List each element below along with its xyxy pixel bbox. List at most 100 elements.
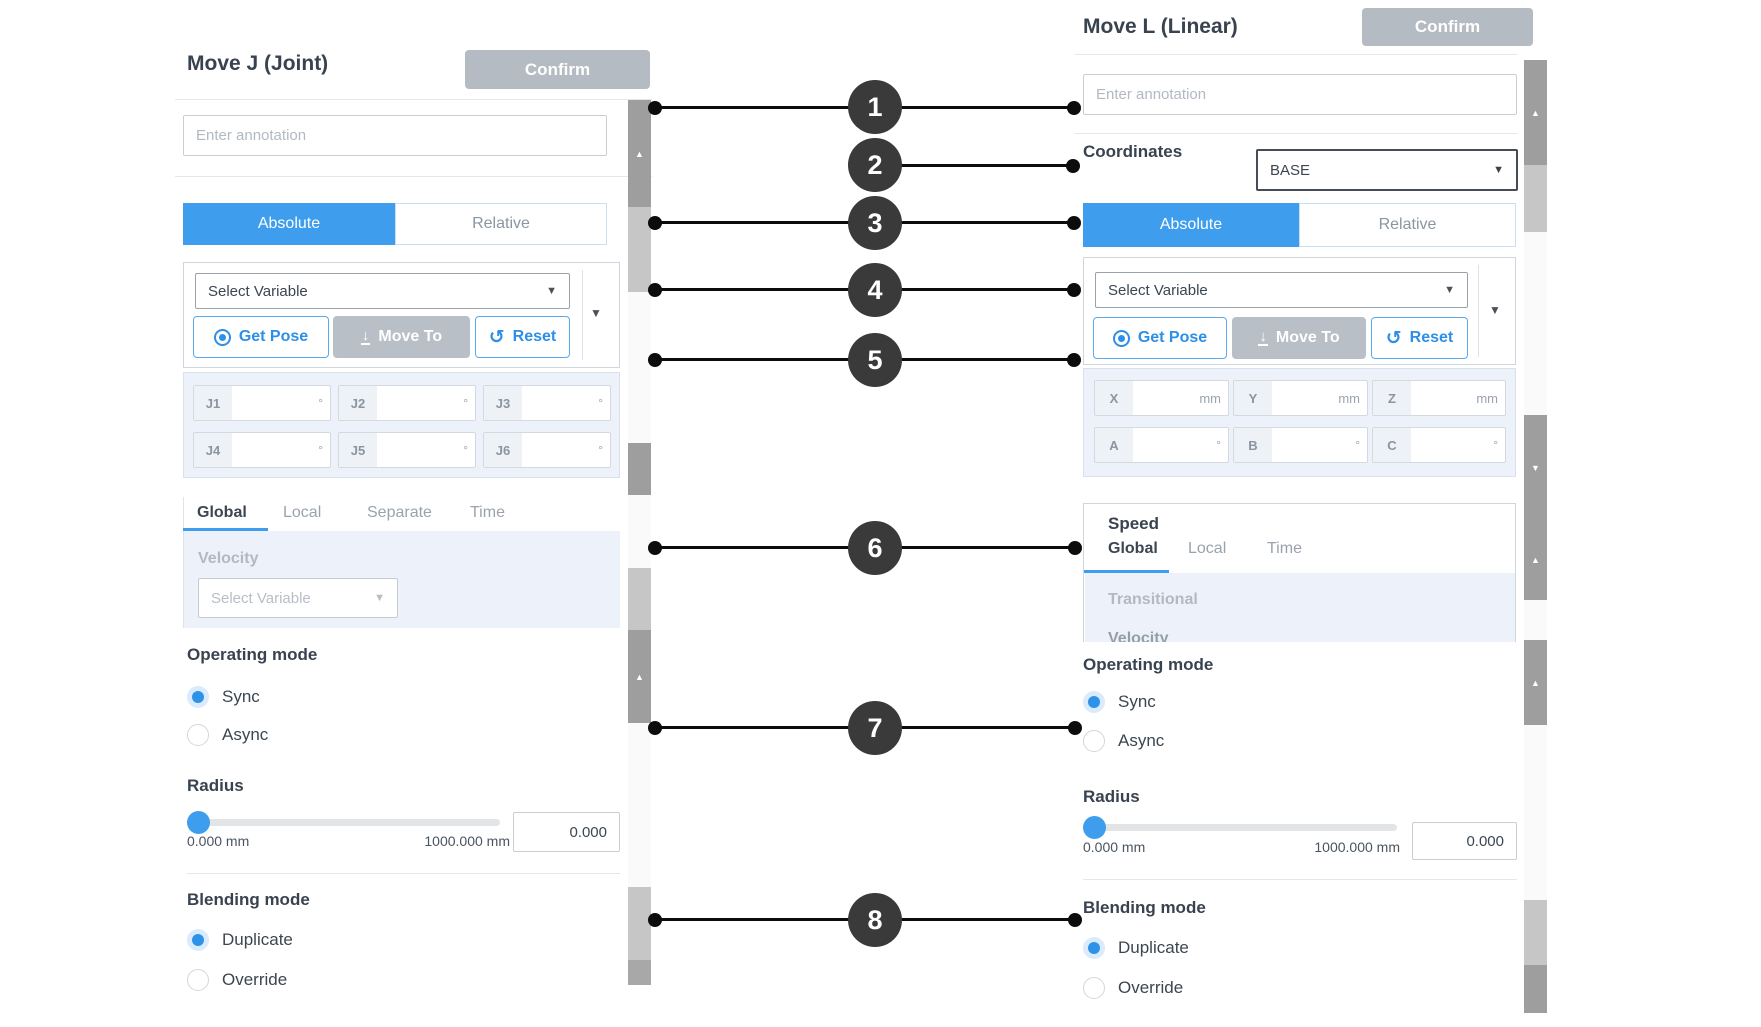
scrollbar-thumb[interactable] <box>1524 900 1547 965</box>
divider <box>187 873 620 874</box>
movej-get-pose-button[interactable]: Get Pose <box>193 316 329 358</box>
scrollbar-thumb[interactable] <box>628 207 651 292</box>
scrollbar-thumb[interactable] <box>1524 165 1547 232</box>
movel-radius-heading: Radius <box>1083 787 1140 806</box>
scrollbar-track <box>628 495 651 568</box>
movel-coordinates-select[interactable]: BASE ▼ <box>1256 149 1518 191</box>
joint-field-j6[interactable]: J6° <box>483 432 611 468</box>
speed-tab-global[interactable]: Global <box>197 504 247 521</box>
movel-speed-group: Speed Global Local Time Transitional Vel… <box>1083 503 1516 642</box>
movel-speed-content: Transitional Velocity <box>1085 573 1515 642</box>
speed-tab-local[interactable]: Local <box>283 504 322 521</box>
movej-radius-slider-thumb[interactable] <box>187 811 210 834</box>
movel-coordinates-value: BASE <box>1270 161 1311 179</box>
right-panel-scrollbar: ▲ ▼ ▲ ▲ <box>1524 60 1547 1013</box>
movej-duplicate-radio[interactable] <box>187 929 209 951</box>
scrollbar-thumb-down[interactable]: ▼ <box>1524 415 1547 520</box>
movej-sync-radio[interactable] <box>187 686 209 708</box>
divider <box>1075 133 1517 134</box>
scrollbar-thumb[interactable] <box>628 887 651 960</box>
joint-field-j1[interactable]: J1° <box>193 385 331 421</box>
caret-down-icon: ▼ <box>374 592 385 604</box>
scrollbar-thumb[interactable] <box>628 443 651 495</box>
movej-blending-mode-heading: Blending mode <box>187 890 310 909</box>
joint-field-j4[interactable]: J4° <box>193 432 331 468</box>
movej-collapse-caret-icon[interactable]: ▼ <box>590 306 602 320</box>
movej-confirm-button[interactable]: Confirm <box>465 50 650 89</box>
movej-radius-slider-track[interactable] <box>187 819 500 826</box>
scrollbar-thumb[interactable] <box>628 568 651 630</box>
scrollbar-thumb-up[interactable]: ▲ <box>1524 520 1547 600</box>
pose-field-a[interactable]: A° <box>1094 427 1229 463</box>
movej-panel-title: Move J (Joint) <box>187 52 329 75</box>
movel-duplicate-label: Duplicate <box>1118 938 1189 957</box>
movej-async-radio[interactable] <box>187 724 209 746</box>
movel-move-to-button[interactable]: ↓ Move To <box>1232 317 1366 359</box>
movel-collapse-caret-icon[interactable]: ▼ <box>1489 303 1501 317</box>
movel-operating-mode-heading: Operating mode <box>1083 655 1214 674</box>
movej-duplicate-label: Duplicate <box>222 930 293 949</box>
callout-dot <box>648 283 662 297</box>
joint-field-j5[interactable]: J5° <box>338 432 476 468</box>
movel-annotation-input[interactable]: Enter annotation <box>1083 74 1517 115</box>
movel-speed-tab-local[interactable]: Local <box>1188 540 1227 557</box>
movel-speed-tab-global[interactable]: Global <box>1108 540 1158 557</box>
scrollbar-thumb-up[interactable]: ▲ <box>628 630 651 723</box>
movel-sync-radio[interactable] <box>1083 691 1105 713</box>
movej-radius-value-input[interactable]: 0.000 <box>513 812 620 852</box>
scrollbar-track <box>1524 725 1547 900</box>
movej-variable-select[interactable]: Select Variable ▼ <box>195 273 570 309</box>
scrollbar-thumb-up[interactable]: ▲ <box>1524 60 1547 165</box>
scrollbar-thumb[interactable] <box>1524 965 1547 1013</box>
movel-tab-relative[interactable]: Relative <box>1299 203 1516 247</box>
movel-async-radio[interactable] <box>1083 730 1105 752</box>
movej-velocity-select[interactable]: Select Variable ▼ <box>198 578 398 618</box>
movel-radius-max: 1000.000 mm <box>1314 839 1400 855</box>
divider <box>1478 265 1479 357</box>
callout-dot <box>648 216 662 230</box>
movel-variable-select[interactable]: Select Variable ▼ <box>1095 272 1468 308</box>
pose-field-c[interactable]: C° <box>1372 427 1506 463</box>
movel-confirm-button[interactable]: Confirm <box>1362 8 1533 46</box>
active-tab-underline <box>183 528 268 531</box>
scrollbar-track <box>628 292 651 443</box>
movel-speed-heading: Speed <box>1108 514 1160 533</box>
movel-radius-slider-thumb[interactable] <box>1083 816 1106 839</box>
scrollbar-thumb-up[interactable]: ▲ <box>1524 640 1547 725</box>
movel-duplicate-radio[interactable] <box>1083 937 1105 959</box>
reset-icon: ↺ <box>1385 327 1402 349</box>
movel-tab-absolute[interactable]: Absolute <box>1083 203 1299 247</box>
joint-field-j3[interactable]: J3° <box>483 385 611 421</box>
movel-async-label: Async <box>1118 731 1165 750</box>
movel-get-pose-button[interactable]: Get Pose <box>1093 317 1227 359</box>
speed-tab-separate[interactable]: Separate <box>367 504 432 521</box>
movej-radius-heading: Radius <box>187 776 244 795</box>
movej-override-radio[interactable] <box>187 969 209 991</box>
movel-radius-value-input[interactable]: 0.000 <box>1412 822 1517 860</box>
callout-dot <box>1067 101 1081 115</box>
movel-variable-select-value: Select Variable <box>1108 281 1208 299</box>
callout-4: 4 <box>848 263 902 317</box>
movel-radius-slider-track[interactable] <box>1083 824 1397 831</box>
scrollbar-thumb[interactable] <box>628 960 651 985</box>
movel-override-radio[interactable] <box>1083 977 1105 999</box>
speed-tab-time[interactable]: Time <box>470 504 505 521</box>
movel-speed-tab-time[interactable]: Time <box>1267 540 1302 557</box>
movej-async-label: Async <box>222 725 269 744</box>
movej-radius-min: 0.000 mm <box>187 833 250 849</box>
scrollbar-thumb-up[interactable]: ▲ <box>628 100 651 207</box>
callout-dot <box>648 721 662 735</box>
movel-reset-button[interactable]: ↺ Reset <box>1371 317 1468 359</box>
joint-field-j2[interactable]: J2° <box>338 385 476 421</box>
callout-dot <box>648 541 662 555</box>
movej-reset-button[interactable]: ↺ Reset <box>475 316 570 358</box>
movej-tab-relative[interactable]: Relative <box>395 203 607 245</box>
movej-tab-absolute[interactable]: Absolute <box>183 203 395 245</box>
callout-dot <box>648 913 662 927</box>
pose-field-b[interactable]: B° <box>1233 427 1368 463</box>
movej-annotation-input[interactable]: Enter annotation <box>183 115 607 156</box>
movej-move-to-button[interactable]: ↓ Move To <box>333 316 470 358</box>
